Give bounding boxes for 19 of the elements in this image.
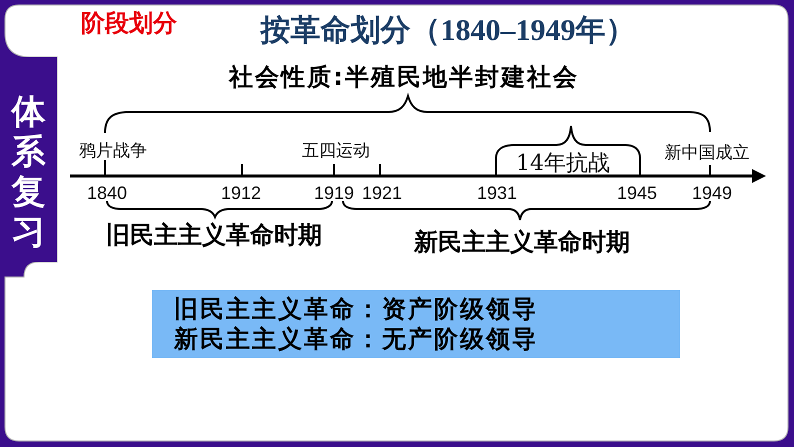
- info-text: 新民主主义革命：无产阶级领导: [174, 324, 538, 354]
- section-heading: 阶段划分: [81, 8, 177, 39]
- event-label: 新中国成立: [664, 142, 750, 164]
- year-label: 1921: [362, 183, 402, 204]
- period-label: 新民主主义革命时期: [414, 227, 630, 258]
- year-label: 1949: [692, 183, 732, 204]
- slide-title: 按革命划分（1840–1949年）: [260, 13, 636, 49]
- year-label: 1945: [616, 183, 658, 204]
- period-label: 旧民主主义革命时期: [106, 220, 322, 251]
- info-text: 旧民主主义革命：资产阶级领导: [174, 294, 538, 324]
- year-label: 1919: [314, 183, 354, 204]
- year-label: 1931: [476, 183, 518, 204]
- year-label: 1912: [220, 183, 262, 204]
- brace-caption: 14年抗战: [516, 150, 610, 178]
- info-box: [152, 290, 680, 358]
- brace-caption: 社会性质:半殖民地半封建社会: [229, 62, 579, 93]
- event-label: 鸦片战争: [79, 140, 147, 162]
- event-label: 五四运动: [302, 140, 370, 162]
- year-label: 1840: [86, 183, 128, 204]
